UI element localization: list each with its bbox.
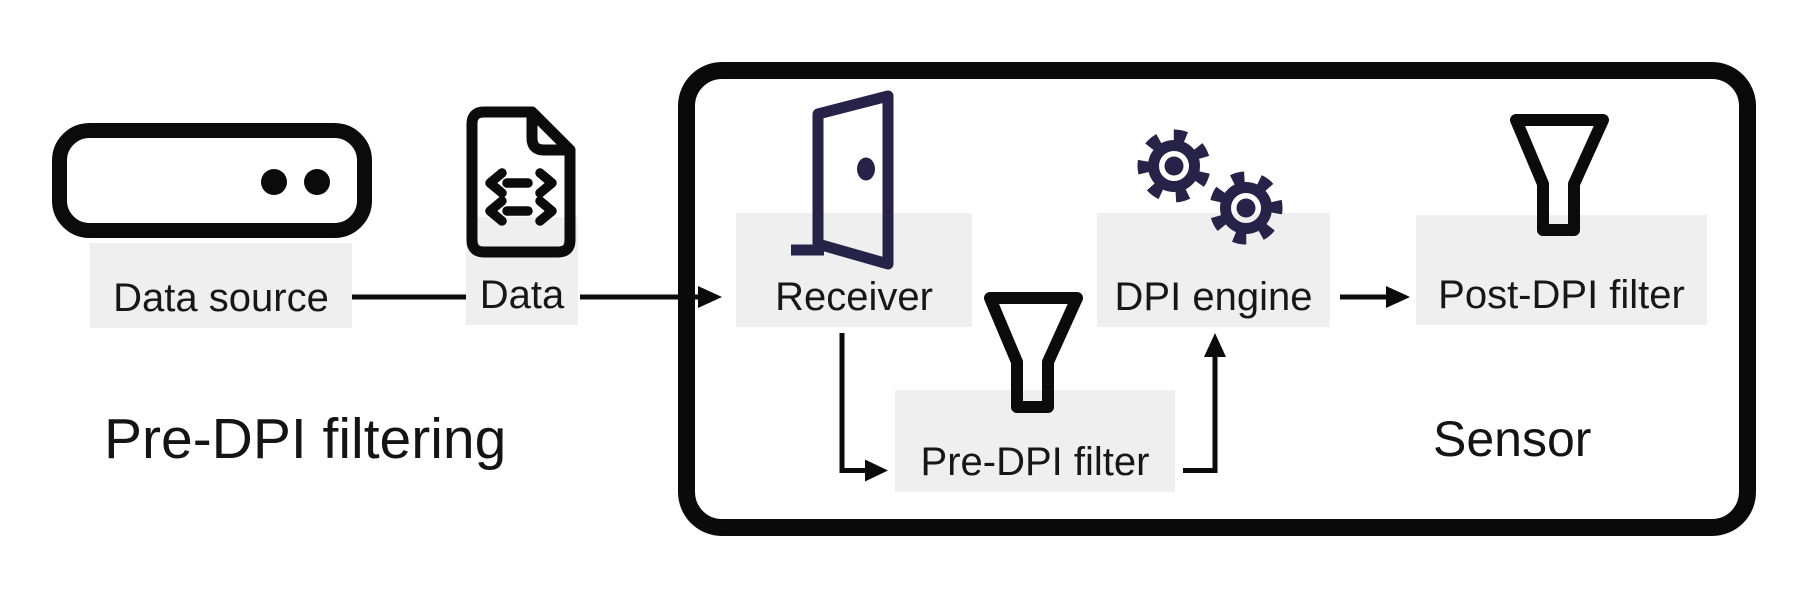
node-label-data: Data bbox=[466, 217, 578, 325]
pre-dpi-filtering-title: Pre-DPI filtering bbox=[104, 407, 507, 471]
node-label-post-dpi-filter: Post-DPI filter bbox=[1416, 215, 1707, 325]
node-label-receiver: Receiver bbox=[736, 213, 972, 327]
sensor-title: Sensor bbox=[1433, 411, 1592, 467]
post-dpi-filter-label-text: Post-DPI filter bbox=[1438, 273, 1685, 317]
data-label-text: Data bbox=[479, 273, 565, 317]
pre-dpi-filter-label-text: Pre-DPI filter bbox=[920, 440, 1150, 484]
server-icon bbox=[52, 123, 372, 238]
receiver-label-text: Receiver bbox=[775, 275, 933, 319]
node-label-dpi-engine: DPI engine bbox=[1097, 213, 1330, 327]
node-label-pre-dpi-filter: Pre-DPI filter bbox=[895, 390, 1175, 492]
dpi-engine-label-text: DPI engine bbox=[1114, 275, 1313, 319]
data-source-label-text: Data source bbox=[113, 276, 329, 320]
node-label-data-source: Data source bbox=[90, 243, 352, 328]
